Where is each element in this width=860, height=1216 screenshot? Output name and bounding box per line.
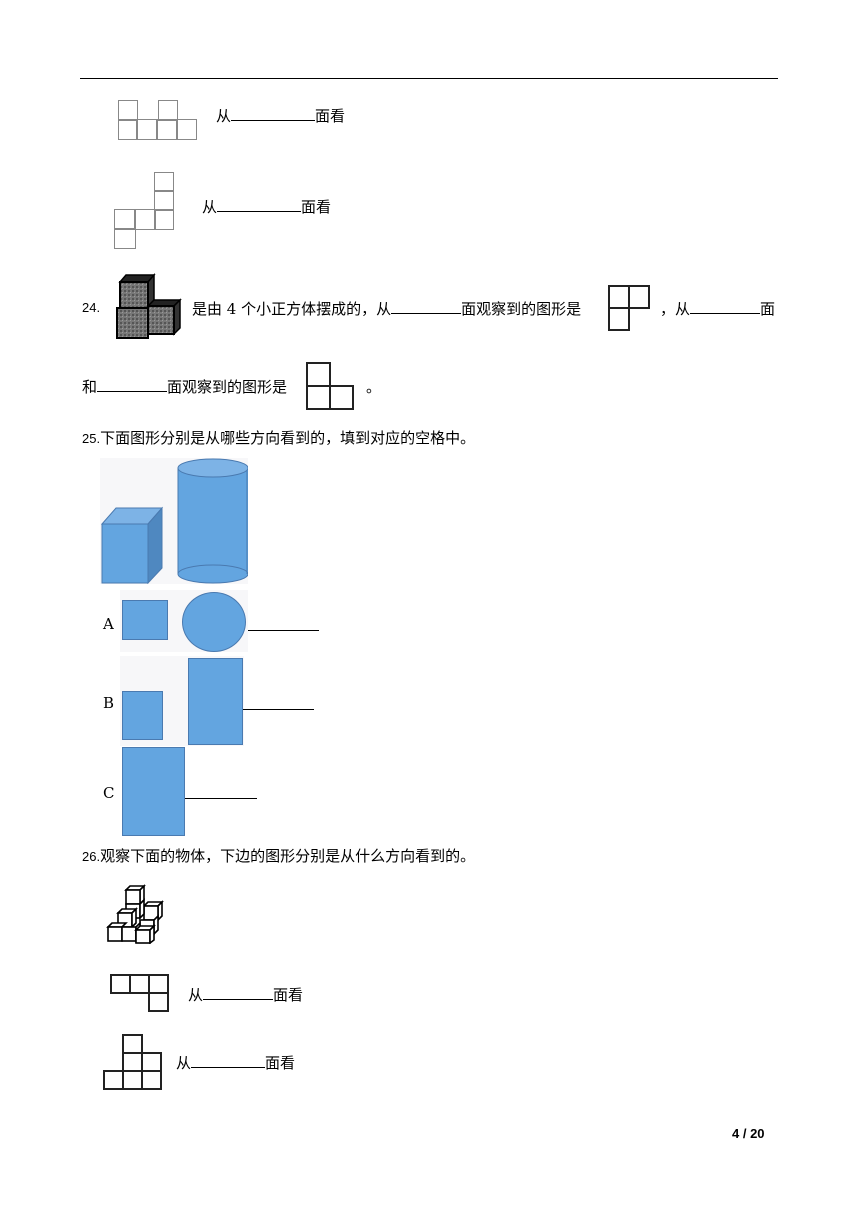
- q26-view-figure-2: [102, 1034, 164, 1092]
- answer-blank[interactable]: [231, 106, 316, 121]
- grid-figure-1: [118, 100, 198, 142]
- option-c-answer-blank[interactable]: [185, 798, 257, 799]
- option-c-rectangle: [122, 747, 185, 836]
- q24-end: 。: [366, 378, 382, 396]
- answer-blank[interactable]: [203, 985, 274, 1000]
- page-number: 4 / 20: [732, 1126, 765, 1141]
- option-b-label: B: [103, 694, 115, 712]
- top-item-1: 从面看: [216, 106, 346, 125]
- header-rule: [80, 78, 778, 79]
- q26-item-2: 从面看: [176, 1053, 296, 1072]
- q26-title: 26.观察下面的物体，下边的图形分别是从什么方向看到的。: [82, 847, 476, 865]
- option-a-square: [122, 600, 168, 640]
- answer-blank[interactable]: [191, 1053, 266, 1068]
- answer-blank[interactable]: [391, 299, 462, 314]
- grid-figure-2: [114, 172, 176, 250]
- q24-line-1b: ，从面: [660, 299, 776, 318]
- stacked-cubes-figure: [106, 884, 164, 944]
- answer-blank[interactable]: [217, 197, 302, 212]
- q25-title: 25.下面图形分别是从哪些方向看到的，填到对应的空格中。: [82, 429, 476, 447]
- option-b-rectangle: [188, 658, 243, 745]
- cube-and-cylinder: [100, 458, 249, 585]
- q26-item-1: 从面看: [188, 985, 304, 1004]
- option-c-label: C: [103, 784, 115, 802]
- t-shape-figure: [306, 362, 356, 410]
- answer-blank[interactable]: [690, 299, 761, 314]
- q24-line-2: 和面观察到的图形是: [82, 377, 288, 396]
- q26-view-figure-1: [110, 974, 170, 1014]
- option-a-circle: [182, 592, 246, 652]
- question-number-24: 24.: [82, 300, 101, 315]
- option-a-answer-blank[interactable]: [248, 630, 319, 631]
- solids-panel: [100, 458, 249, 585]
- option-a-label: A: [103, 615, 114, 633]
- answer-blank[interactable]: [97, 377, 168, 392]
- l-shape-figure: [608, 285, 652, 331]
- option-b-answer-blank[interactable]: [243, 709, 314, 710]
- q24-line-1: 是由 4 个小正方体摆成的，从面观察到的图形是: [192, 299, 582, 318]
- option-b-square: [122, 691, 163, 740]
- top-item-2: 从面看: [202, 197, 332, 216]
- cubes-figure: [116, 272, 182, 339]
